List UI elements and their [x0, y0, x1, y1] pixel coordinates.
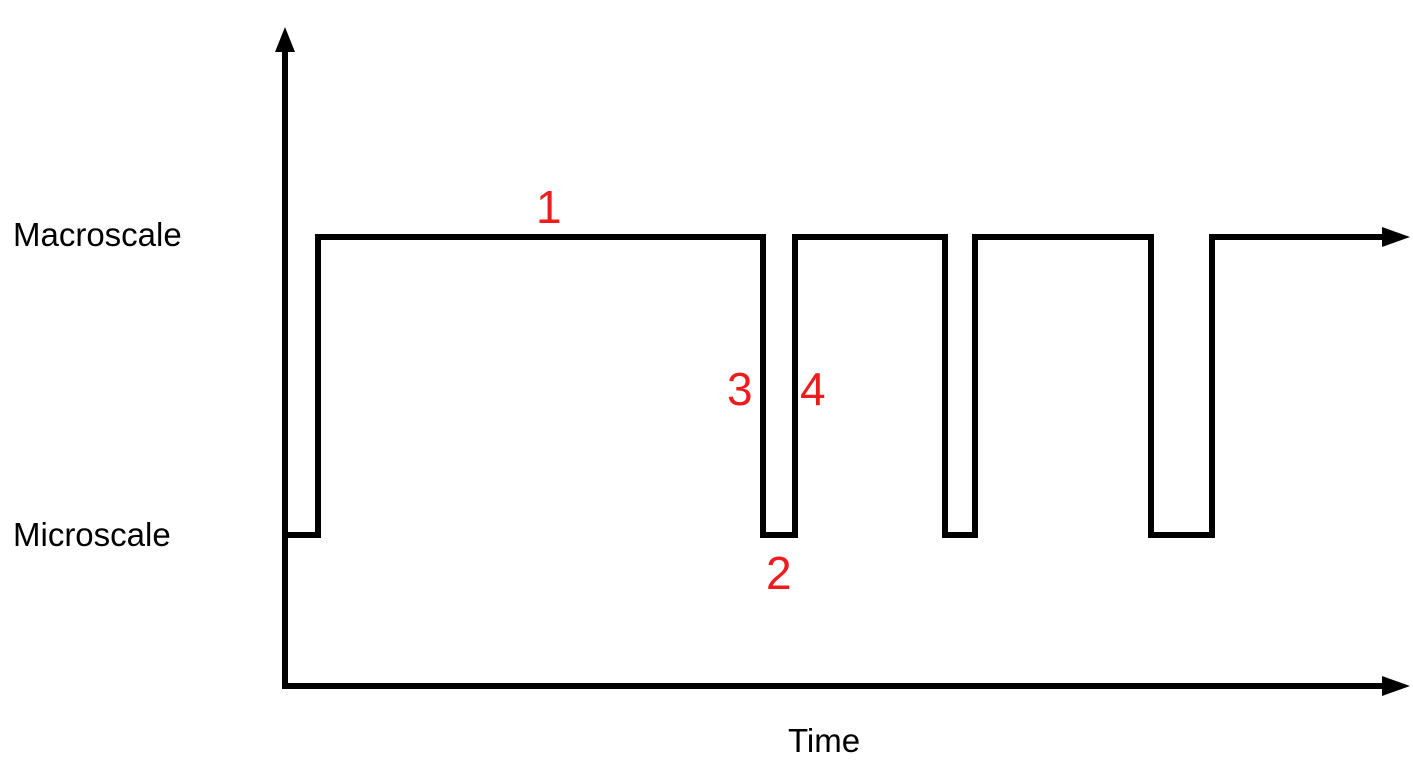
trace-arrowhead [1382, 227, 1410, 247]
macroscale-label: Macroscale [13, 216, 182, 253]
step-marker-2: 2 [766, 547, 792, 599]
microscale-label: Microscale [13, 516, 171, 553]
time-axis-label: Time [788, 722, 861, 759]
y-axis-arrowhead [275, 27, 295, 52]
step-marker-4: 4 [800, 363, 826, 415]
time-axis-arrowhead [1382, 676, 1410, 696]
scale-switching-trace [285, 234, 1385, 538]
step-marker-3: 3 [727, 363, 753, 415]
step-marker-1: 1 [536, 181, 562, 233]
